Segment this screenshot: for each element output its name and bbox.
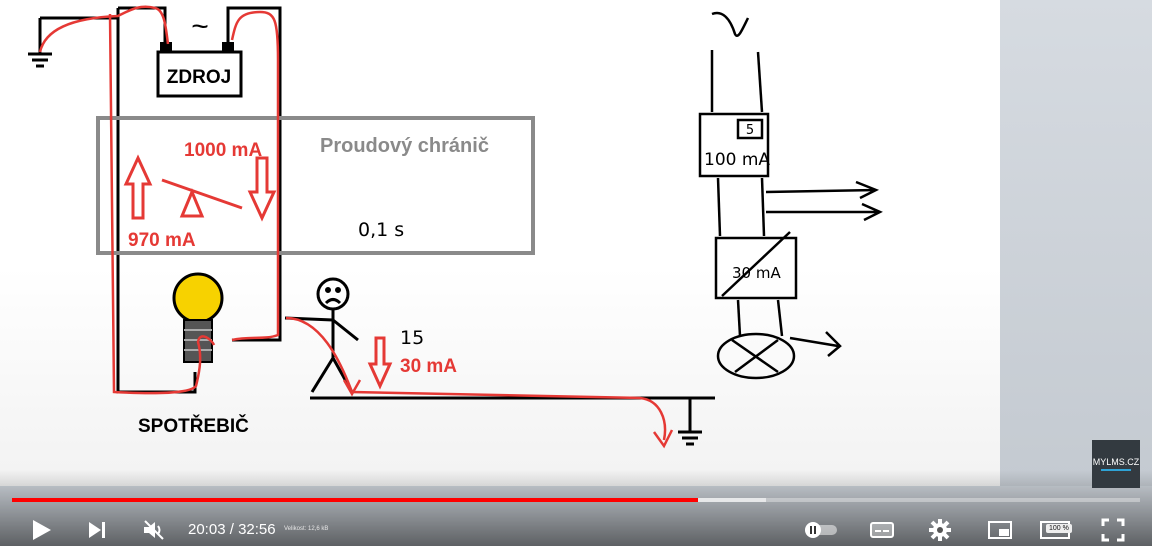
zoom-value: 100 % <box>1046 524 1072 533</box>
play-button[interactable] <box>26 514 56 546</box>
miniplayer-icon <box>988 521 1012 539</box>
skip-next-icon <box>89 522 105 538</box>
video-background <box>1000 0 1152 486</box>
light-bulb <box>172 272 224 363</box>
file-size-label: Velikost: 12,6 kB <box>284 526 329 532</box>
sketch-bottom-rating-label: 30 mA <box>732 264 781 282</box>
player-controls: 20:03 / 32:56 Velikost: 12,6 kB <box>0 514 1152 546</box>
channel-watermark[interactable]: MYLMS.CZ <box>1092 440 1140 488</box>
rcd-title: Proudový chránič <box>320 135 489 157</box>
time-total: 32:56 <box>238 521 276 538</box>
progress-played <box>12 498 698 502</box>
rcd-box: Proudový chránič 1000 mA 970 mA 0,1 s <box>96 116 535 255</box>
time-separator: / <box>225 521 239 538</box>
toggle-icon <box>805 522 837 538</box>
leak-current-label: 30 mA <box>400 356 457 377</box>
subtitles-icon <box>870 522 894 538</box>
progress-bar[interactable] <box>12 498 1140 502</box>
ac-symbol: ~ <box>191 10 209 43</box>
next-button[interactable] <box>84 514 110 546</box>
power-source: ~ ZDROJ <box>156 10 243 98</box>
sketch-rating-label: 100 mA <box>704 150 770 170</box>
play-icon <box>33 520 51 540</box>
gear-icon <box>929 519 951 541</box>
watermark-underline <box>1101 469 1131 471</box>
miniplayer-button[interactable] <box>984 514 1016 546</box>
time-current: 20:03 <box>188 521 226 538</box>
mute-button[interactable] <box>140 514 168 546</box>
time-display: 20:03 / 32:56 <box>188 521 276 538</box>
subtitles-button[interactable] <box>866 514 898 546</box>
current-in-label: 1000 mA <box>184 140 262 161</box>
controls-gradient <box>0 470 1152 546</box>
watermark-text: MYLMS.CZ <box>1092 457 1140 467</box>
current-out-label: 970 mA <box>128 230 196 251</box>
load-label: SPOTŘEBIČ <box>138 415 249 437</box>
rcd-sketch <box>698 11 883 380</box>
autoplay-toggle[interactable] <box>802 514 840 546</box>
settings-button[interactable] <box>924 514 956 546</box>
fullscreen-button[interactable] <box>1098 514 1128 546</box>
ground-symbol-left <box>28 16 118 68</box>
person-figure <box>284 277 359 393</box>
volume-muted-icon <box>144 520 164 540</box>
source-label: ZDROJ <box>167 67 231 88</box>
leak-arrow <box>367 336 393 390</box>
trip-time-label: 0,1 s <box>358 219 404 241</box>
fullscreen-icon <box>1101 518 1125 542</box>
current-path <box>38 5 674 449</box>
sketch-top-box-label: 5 <box>746 123 754 138</box>
person-time-label: 15 <box>400 327 424 349</box>
circuit-diagram: ~ ZDROJ Proudový chránič 1000 mA 970 mA … <box>28 5 883 449</box>
